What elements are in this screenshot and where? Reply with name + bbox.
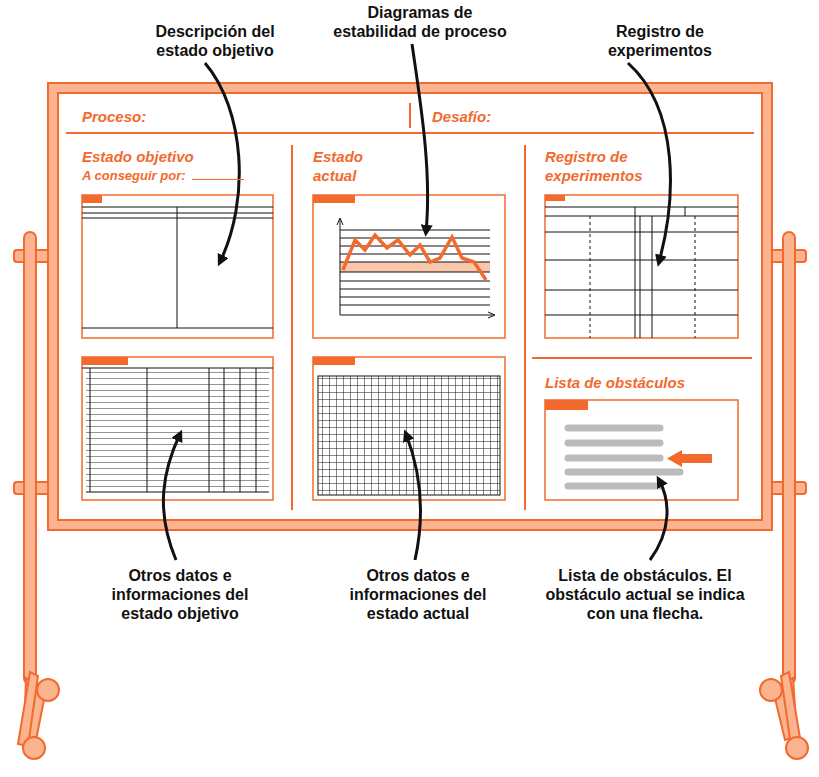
- experiment-record-form: [545, 195, 738, 338]
- board: Proceso: Desafío: Estado objetivo A consegu…: [60, 95, 760, 518]
- section-heading: Lista de obstáculos: [545, 373, 745, 392]
- due-date-line: [192, 167, 244, 180]
- callout-text: Registro de experimentos: [595, 22, 725, 60]
- due-date-row: A conseguir por:: [82, 166, 282, 185]
- board-section: Estado objetivo A conseguir por:: [82, 147, 282, 185]
- leader-arrows: [163, 44, 670, 560]
- callout-text: Lista de obstáculos. El obstáculo actual…: [530, 566, 760, 623]
- section-heading: Estado actual: [313, 147, 383, 185]
- current-data-grid: [313, 357, 505, 500]
- board-surface: [58, 93, 762, 520]
- board-frame: [48, 83, 772, 530]
- callout-text: Otros datos e informaciones del estado o…: [98, 566, 263, 623]
- board-section: Estado actual: [313, 147, 383, 185]
- obstacle-list-card: [545, 400, 738, 500]
- header-field: Proceso:: [82, 107, 146, 126]
- target-state-form: [82, 195, 273, 338]
- section-heading: Estado objetivo: [82, 147, 282, 166]
- target-data-table: [82, 357, 273, 500]
- due-date-label: A conseguir por:: [82, 168, 186, 183]
- callout-text: Diagramas de estabilidad de proceso: [325, 3, 515, 41]
- header-field: Desafío:: [432, 107, 491, 126]
- callout-text: Otros datos e informaciones del estado a…: [336, 566, 501, 623]
- board-section: Lista de obstáculos: [545, 373, 745, 392]
- section-heading: Registro de experimentos: [545, 147, 675, 185]
- stability-chart: [313, 195, 505, 338]
- board-section: Registro de experimentos: [545, 147, 675, 185]
- callout-text: Descripción del estado objetivo: [135, 22, 295, 60]
